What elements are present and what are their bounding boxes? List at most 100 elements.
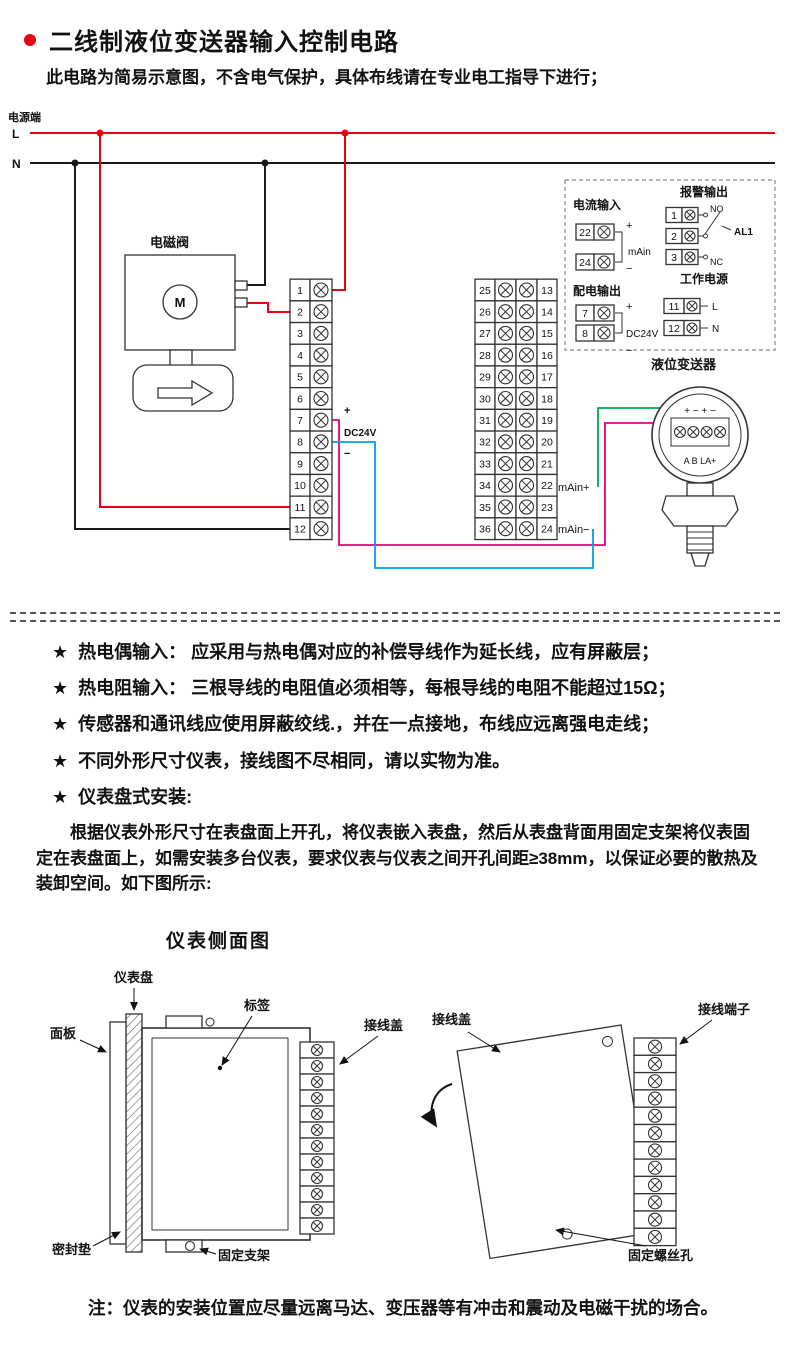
terminal-number: 2 xyxy=(297,307,303,319)
transmitter-neck xyxy=(686,482,714,497)
instrument-body xyxy=(141,1027,311,1241)
terminal-number: 11 xyxy=(295,502,306,514)
install-paragraph: 根据仪表外形尺寸在表盘面上开孔，将仪表嵌入表盘，然后从表盘背面用固定支架将仪表固… xyxy=(36,823,758,893)
alarm-name-label: AL1 xyxy=(734,227,753,238)
bottom-note: 注：仪表的安装位置应尽量远离马达、变压器等有冲击和震动及电磁干扰的场合。 xyxy=(88,1298,718,1318)
terminal-number: 3 xyxy=(297,328,303,340)
tag-point xyxy=(217,1065,223,1071)
latch-screw xyxy=(205,1017,215,1027)
terminal-number: 18 xyxy=(541,393,553,405)
red-bullet-icon xyxy=(24,33,36,46)
flow-arrow-icon xyxy=(157,379,214,407)
instrument-side-view: 仪表盘 面板 标签 接线盖 密封垫 固定支架 xyxy=(50,970,403,1263)
legend-box xyxy=(564,179,776,351)
terminal-number: 25 xyxy=(479,285,491,297)
transmitter-terminal-block xyxy=(670,417,730,447)
valve-stem xyxy=(169,349,193,367)
neutral-label: N xyxy=(712,324,719,335)
live-wire-to-terminal-1 xyxy=(332,133,346,291)
terminal-number: 19 xyxy=(541,415,553,427)
bracket xyxy=(615,231,623,263)
terminal-number: 27 xyxy=(479,328,491,340)
live-rail-label: L xyxy=(12,127,19,141)
terminal-number: 30 xyxy=(479,393,491,405)
neutral-rail-label: N xyxy=(12,157,21,171)
main-signal-label: mAin xyxy=(628,247,651,258)
terminal-number: 21 xyxy=(541,458,553,470)
top-latch xyxy=(165,1015,203,1029)
bracket xyxy=(615,312,623,334)
leader-line xyxy=(199,1247,217,1256)
fixing-bracket-shape xyxy=(165,1239,203,1253)
terminal-block-strip xyxy=(633,1037,677,1247)
level-transmitter: 液位变送器 + − + − A B LA+ xyxy=(651,357,749,567)
instrument-body-inner xyxy=(151,1037,289,1231)
motor-symbol xyxy=(162,284,198,320)
star-bullet: ★ xyxy=(52,714,69,735)
terminal-number: 24 xyxy=(541,524,553,536)
front-panel-label: 面板 xyxy=(50,1026,77,1041)
dc24v-label: DC24V xyxy=(344,428,377,439)
star-bullet: ★ xyxy=(52,786,69,807)
junction-dot xyxy=(261,159,269,167)
cover-plate xyxy=(456,1024,655,1260)
plus-label: + xyxy=(626,301,632,313)
transmitter-probe-tip xyxy=(690,552,710,567)
terminal-number: 23 xyxy=(541,502,553,514)
mounting-panel xyxy=(125,1013,143,1253)
terminal-number: 7 xyxy=(297,415,303,427)
note-item: ★ 热电阻输入： 三根导线的电阻值必须相等，每根导线的电阻不能超过15Ω； xyxy=(52,676,762,701)
dashed-separator xyxy=(10,612,780,614)
terminal-number: 5 xyxy=(297,372,303,384)
note-text: 不同外形尺寸仪表，接线图不尽相同，请以实物为准。 xyxy=(78,750,511,771)
dc24v-supply-wire xyxy=(332,419,654,546)
leader-line xyxy=(467,1031,501,1053)
transmitter-hex-body xyxy=(661,495,739,527)
live-label: L xyxy=(712,302,718,313)
junction-dot xyxy=(71,159,79,167)
plus-label: + xyxy=(344,405,350,417)
note-item: ★ 仪表盘式安装: xyxy=(52,785,762,810)
note-item: ★ 不同外形尺寸仪表，接线图不尽相同，请以实物为准。 xyxy=(52,749,762,774)
solenoid-valve: 电磁阀 M xyxy=(124,235,248,412)
terminal-number: 29 xyxy=(479,372,491,384)
installation-drawings: 仪表盘 面板 标签 接线盖 密封垫 固定支架 接线盖 接线端子 固定螺丝孔 xyxy=(50,970,750,1263)
work-power-title: 工作电源 xyxy=(680,271,728,286)
transmitter-polarity-marks: + − + − xyxy=(684,406,716,417)
terminal-number: 34 xyxy=(479,480,491,492)
gasket-label: 密封垫 xyxy=(51,1242,91,1257)
terminal-number: 17 xyxy=(541,372,553,384)
transmitter-screws xyxy=(673,425,727,439)
alarm-output-title: 报警输出 xyxy=(680,184,728,199)
screw-hole-label: 固定螺丝孔 xyxy=(628,1248,693,1263)
valve-terminal-stub xyxy=(234,280,248,291)
terminal-cover-view: 接线盖 接线端子 固定螺丝孔 xyxy=(420,1002,750,1263)
note-text: 传感器和通讯线应使用屏蔽绞线.，并在一点接地，布线应远离强电走线； xyxy=(78,714,660,735)
panel-label: 仪表盘 xyxy=(113,970,153,985)
page-title: 二线制液位变送器输入控制电路 xyxy=(49,29,399,56)
signal-wire xyxy=(597,407,660,487)
transmitter-housing xyxy=(651,386,749,484)
transmitter-housing-inner xyxy=(658,393,742,477)
terminal-number: 4 xyxy=(297,350,303,362)
neutral-wire-to-valve xyxy=(247,163,266,286)
page-subtitle: 此电路为简易示意图，不含电气保护，具体布线请在专业电工指导下进行； xyxy=(46,68,607,87)
leader-line xyxy=(555,1227,647,1247)
terminal-number: 24 xyxy=(579,257,591,269)
terminal-number: 35 xyxy=(479,502,491,514)
rear-terminal-strip xyxy=(299,1041,335,1235)
valve-wire-to-terminal-2 xyxy=(247,302,290,313)
leader-line xyxy=(339,1035,379,1065)
main-minus-label: mAin− xyxy=(558,524,590,536)
star-bullet: ★ xyxy=(52,642,69,662)
rotation-arrow-icon xyxy=(420,1083,453,1128)
terminal-number: 8 xyxy=(297,437,303,449)
terminal-number: 28 xyxy=(479,350,491,362)
leader-line xyxy=(79,1039,107,1053)
notes-list: ★ 热电偶输入： 应采用与热电偶对应的补偿导线作为延长线，应有屏蔽层； ★ 热电… xyxy=(52,640,762,821)
cover-hole xyxy=(601,1035,613,1047)
terminal-number: 3 xyxy=(671,252,677,264)
